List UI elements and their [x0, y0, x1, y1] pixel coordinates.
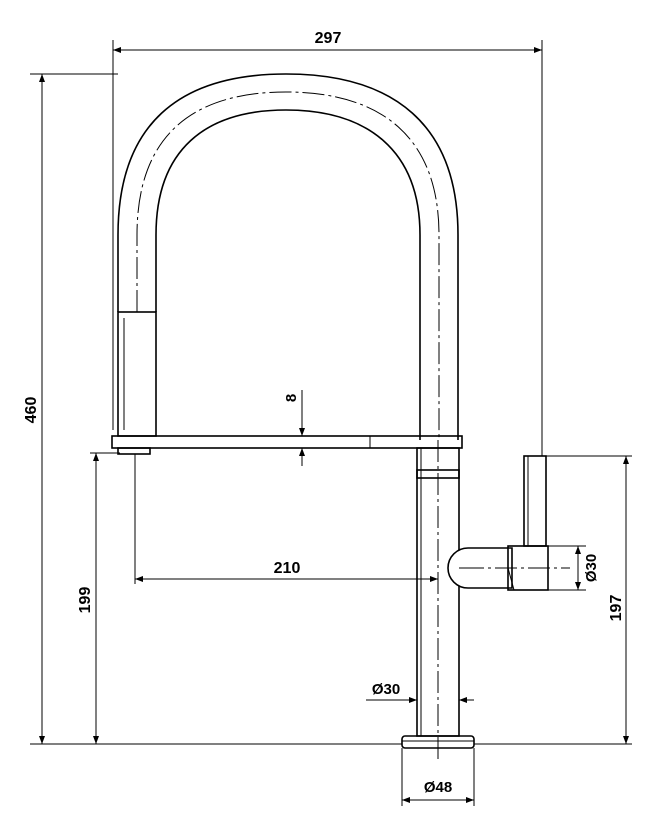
dimension-body-diameter: Ø30: [366, 681, 474, 703]
faucet-outline: [111, 73, 570, 760]
dimension-spout-reach: 210: [134, 454, 438, 584]
dimension-handle-diameter: Ø30: [548, 545, 600, 591]
dimension-label-297: 297: [315, 30, 342, 47]
dimension-spout-height: 199: [77, 452, 120, 744]
dimension-label-body-diameter: Ø30: [372, 681, 400, 698]
base-flange: [401, 735, 475, 749]
dimension-overall-height: 460: [23, 73, 402, 745]
dimension-spray-gap: 8: [283, 390, 305, 466]
handle-lever: [523, 455, 547, 547]
dimension-label-197: 197: [608, 595, 625, 622]
dimension-label-base-diameter: Ø48: [424, 779, 452, 796]
dimension-label-210: 210: [274, 560, 301, 577]
dimension-label-handle-diameter: Ø30: [583, 554, 600, 582]
spout-centerline: [136, 91, 440, 440]
dimension-overall-width: 297: [112, 30, 543, 456]
dimension-label-460: 460: [23, 397, 40, 424]
spout-outer-wall: [117, 73, 459, 440]
dimension-base-diameter: Ø48: [401, 748, 475, 806]
dimension-label-8: 8: [283, 394, 300, 402]
spout-inner-wall: [155, 109, 421, 440]
spray-holder-bar: [111, 435, 463, 449]
dimension-label-199: 199: [77, 587, 94, 614]
dimension-handle-height: 197: [474, 455, 632, 745]
